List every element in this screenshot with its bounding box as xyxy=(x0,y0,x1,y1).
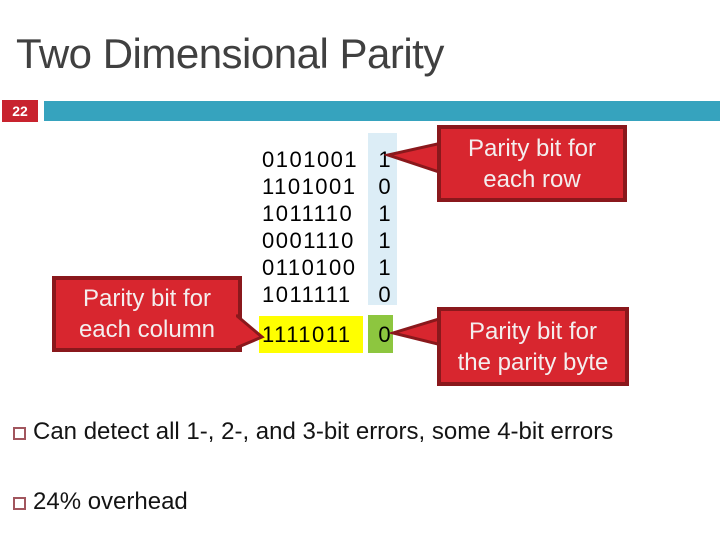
column-parity-bits: 1111011 xyxy=(262,322,352,347)
bullet-square-icon xyxy=(13,427,26,440)
row-parity-bit: 1 xyxy=(378,255,391,280)
data-bits: 1011111 xyxy=(262,282,352,307)
data-bits: 0110100 xyxy=(262,255,357,280)
row-parity-bit: 1 xyxy=(378,201,391,226)
callout-column-parity: Parity bit for each column xyxy=(52,276,242,352)
row-parity-bit: 0 xyxy=(378,174,391,199)
page-number-badge: 22 xyxy=(2,100,38,122)
bullet-text: Can detect all 1-, 2-, and 3-bit errors,… xyxy=(33,418,614,445)
callout-text-line1: Parity bit for xyxy=(468,317,598,345)
matrix-row: 1101001 0 xyxy=(262,173,391,200)
matrix-row: 1011110 1 xyxy=(262,200,391,227)
parity-byte-highlight xyxy=(368,315,393,353)
matrix-row: 1011111 0 xyxy=(262,281,391,308)
matrix-row: 0001110 1 xyxy=(262,227,391,254)
matrix-parity-row: 1111011 0 xyxy=(262,321,391,348)
parity-byte-bit: 0 xyxy=(378,322,391,347)
callout-row-parity: Parity bit for each row xyxy=(437,125,627,202)
parity-column-highlight xyxy=(368,133,397,305)
callout-text-line2: the parity byte xyxy=(457,348,609,376)
data-bits: 1011110 xyxy=(262,201,354,226)
callout-text-line2: each row xyxy=(483,165,581,193)
slide-title: Two Dimensional Parity xyxy=(16,30,444,77)
data-bits: 0001110 xyxy=(262,228,355,253)
callout-text-line2: each column xyxy=(78,316,216,343)
header-divider-bar xyxy=(44,101,720,121)
row-parity-bit: 0 xyxy=(378,282,391,307)
callout-text-line1: Parity bit for xyxy=(82,285,212,312)
matrix-row: 0101001 1 xyxy=(262,146,391,173)
data-bits: 0101001 xyxy=(262,147,359,172)
callout-tail-icon xyxy=(384,141,442,175)
matrix-row: 0110100 1 xyxy=(262,254,391,281)
row-parity-bit: 1 xyxy=(378,228,391,253)
parity-row-highlight xyxy=(259,316,363,353)
callout-tail-icon xyxy=(390,316,442,347)
row-parity-bit: 1 xyxy=(378,147,391,172)
bullet-square-icon xyxy=(13,497,26,510)
callout-text-line1: Parity bit for xyxy=(467,134,597,162)
callout-tail-icon xyxy=(236,313,265,350)
data-bits: 1101001 xyxy=(262,174,357,199)
callout-byte-parity: Parity bit for the parity byte xyxy=(437,307,629,386)
bullet-text: 24% overhead xyxy=(33,488,188,515)
